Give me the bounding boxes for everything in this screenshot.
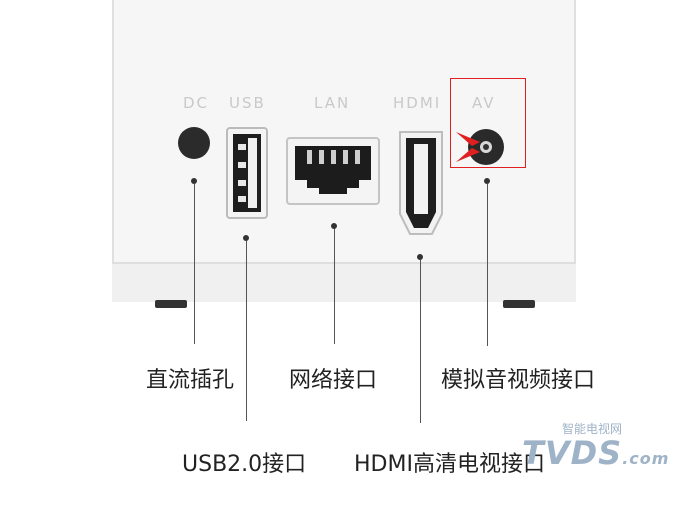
watermark-suffix: .com [622,449,670,468]
av-highlight-box [450,78,526,168]
lan-port-icon [286,137,380,205]
callout-usb: USB2.0接口 [182,452,307,477]
port-label-usb: USB [229,94,266,112]
av-dot [484,178,490,184]
dc-leader-line [194,184,195,344]
watermark-small: 智能电视网 [562,422,623,436]
usb-port-icon [226,127,268,219]
hdmi-dot [417,254,423,260]
port-label-av: AV [472,94,496,112]
port-label-hdmi: HDMI [393,94,442,112]
hdmi-port-icon [399,131,443,235]
usb-dot [243,235,249,241]
dc-jack-icon [178,127,210,159]
dc-dot [191,178,197,184]
callout-lan: 网络接口 [289,368,378,393]
lan-leader-line [334,229,335,344]
port-label-dc: DC [183,94,210,112]
callout-av: 模拟音视频接口 [441,368,596,393]
port-label-lan: LAN [314,94,351,112]
watermark: 智能电视网 TVDS.com [522,420,692,480]
device-base [112,262,576,302]
watermark-brand: TVDS [522,434,623,472]
callout-hdmi: HDMI高清电视接口 [354,452,545,477]
callout-dc: 直流插孔 [146,368,235,393]
device-foot-right [503,300,535,308]
usb-leader-line [246,241,247,421]
av-leader-line [487,184,488,346]
red-arrow-icon [456,132,480,162]
lan-dot [331,223,337,229]
av-jack-icon [468,129,504,165]
device-foot-left [155,300,187,308]
watermark-big: TVDS.com [522,434,669,472]
hdmi-leader-line [420,260,421,423]
